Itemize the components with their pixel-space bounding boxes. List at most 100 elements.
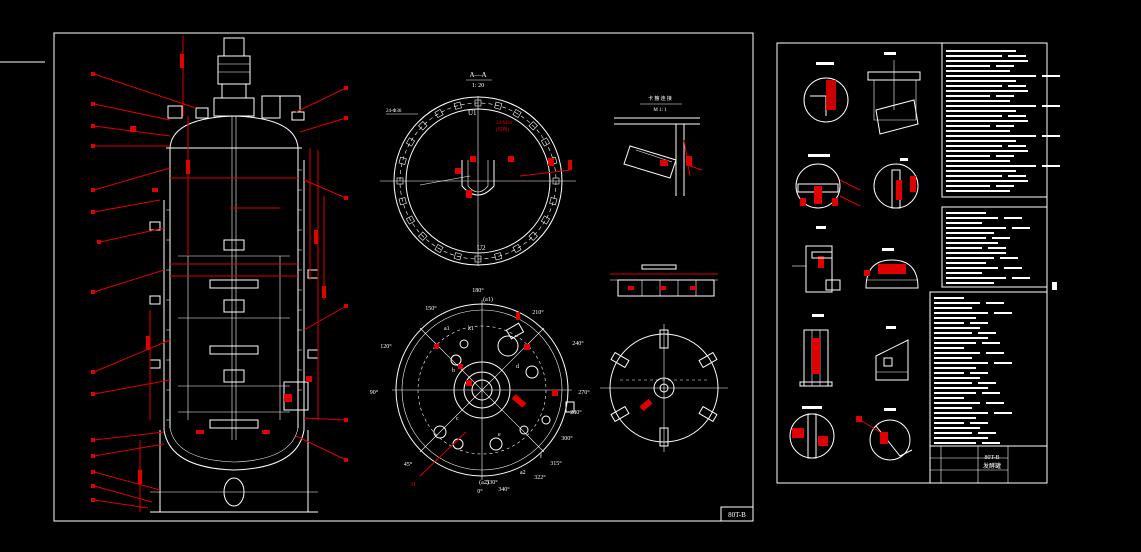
text-line xyxy=(946,267,998,269)
text-line xyxy=(994,312,1012,314)
impeller-3 xyxy=(209,419,259,429)
text-line xyxy=(946,227,1006,229)
text-line xyxy=(934,417,976,419)
clamp-detail-title: 卡 箍 连 接 xyxy=(648,95,672,102)
text-line xyxy=(934,342,976,344)
drive-support xyxy=(213,97,255,117)
text-line xyxy=(1042,75,1060,77)
text-line xyxy=(946,262,986,264)
text-line xyxy=(970,322,988,324)
text-line xyxy=(934,427,980,429)
nozzle-angle-label: 120° xyxy=(380,343,392,350)
nozzle-mark-label: b xyxy=(452,368,455,374)
text-line xyxy=(1042,105,1060,107)
text-line xyxy=(946,85,1002,87)
text-line xyxy=(1000,257,1018,259)
text-line xyxy=(934,337,988,339)
text-line xyxy=(946,140,1016,142)
bolt-hole xyxy=(549,197,558,206)
text-line xyxy=(946,242,998,244)
text-line xyxy=(946,100,1010,102)
bolt-hole xyxy=(528,121,538,131)
parts-list-rows xyxy=(934,297,1012,444)
coil-loop xyxy=(461,160,495,196)
manway-skirt xyxy=(223,477,245,507)
text-line xyxy=(934,407,972,409)
bolt-hole xyxy=(418,231,428,241)
nozzle-angle-label: 90° xyxy=(370,389,379,396)
nozzle-angle-label: 210° xyxy=(532,309,544,316)
nozzle-angle-label: 240° xyxy=(572,340,584,347)
text-line xyxy=(946,80,1016,82)
text-line xyxy=(946,170,1016,172)
text-line xyxy=(934,327,980,329)
nozzle-mark-label: c xyxy=(456,416,459,422)
text-line xyxy=(978,432,996,434)
bolt-hole xyxy=(494,252,503,261)
nozzle-angle-label: 280° xyxy=(570,409,582,416)
bolt-hole xyxy=(398,156,407,165)
text-line xyxy=(946,277,1006,279)
text-line xyxy=(934,312,988,314)
text-line xyxy=(946,135,1036,137)
bolt-hole xyxy=(398,197,407,206)
section-note-bolts: 24-M30 xyxy=(496,121,513,126)
text-line xyxy=(946,60,1028,62)
text-line xyxy=(946,185,990,187)
text-line xyxy=(934,362,988,364)
nozzle-angle-label: (a2) xyxy=(479,479,489,486)
bolt-hole xyxy=(418,121,428,131)
nozzle-angle-labels: 180°(a1)150°210°120°240°90°270°280°300°3… xyxy=(370,287,591,495)
text-line xyxy=(946,95,990,97)
mechanical-seal xyxy=(221,83,247,99)
bolt-hole xyxy=(405,137,416,147)
text-line xyxy=(994,412,1012,414)
nozzle-mark-label: f xyxy=(540,453,542,460)
text-line xyxy=(934,297,964,299)
text-line xyxy=(946,180,1028,182)
text-line xyxy=(934,372,964,374)
bolt-hole xyxy=(453,101,462,110)
bolt-hole xyxy=(405,215,416,225)
nozzle-orientation-plan: 31 xyxy=(392,300,575,488)
text-line xyxy=(996,185,1014,187)
nozzle-angle-label: 45° xyxy=(404,461,413,468)
motor-body xyxy=(223,37,245,57)
bolt-hole xyxy=(540,215,551,225)
text-line xyxy=(934,387,988,389)
bolt-hole xyxy=(434,108,444,119)
text-line xyxy=(946,145,1002,147)
text-line xyxy=(986,352,1004,354)
text-line xyxy=(934,382,972,384)
section-a-a: A—A 1: 20 U1 U2 24-Φ36 24-M30 (均布) xyxy=(380,71,576,266)
nozzle-mark-label: a1 xyxy=(444,326,450,332)
nozzle-angle-label: 340° xyxy=(498,486,510,493)
text-line xyxy=(1012,277,1030,279)
text-line xyxy=(996,65,1014,67)
text-line xyxy=(1012,227,1030,229)
nozzle-angle-label: 315° xyxy=(550,460,562,467)
text-line xyxy=(1042,135,1060,137)
text-line xyxy=(992,237,1010,239)
nozzle-angle-label: 180° xyxy=(472,287,484,294)
text-line xyxy=(946,247,982,249)
nozzle-angle-label: 270° xyxy=(578,389,590,396)
text-line xyxy=(946,65,990,67)
nozzle-angle-label: 150° xyxy=(425,305,437,312)
bolt-hole xyxy=(434,243,444,254)
text-line xyxy=(946,190,1010,192)
text-line xyxy=(1004,267,1022,269)
nozzle-angle-label: 322° xyxy=(534,474,546,481)
text-line xyxy=(1008,55,1026,57)
bolt-hole xyxy=(396,177,404,185)
text-line xyxy=(946,237,986,239)
text-line xyxy=(946,222,982,224)
text-line xyxy=(970,422,988,424)
bolt-hole xyxy=(494,101,503,110)
text-line xyxy=(982,392,1000,394)
section-mark-u2: U2 xyxy=(477,244,486,252)
technical-requirements-block xyxy=(941,42,1048,198)
text-line xyxy=(982,442,1000,444)
nozzle-angle-label: (a1) xyxy=(483,296,493,303)
